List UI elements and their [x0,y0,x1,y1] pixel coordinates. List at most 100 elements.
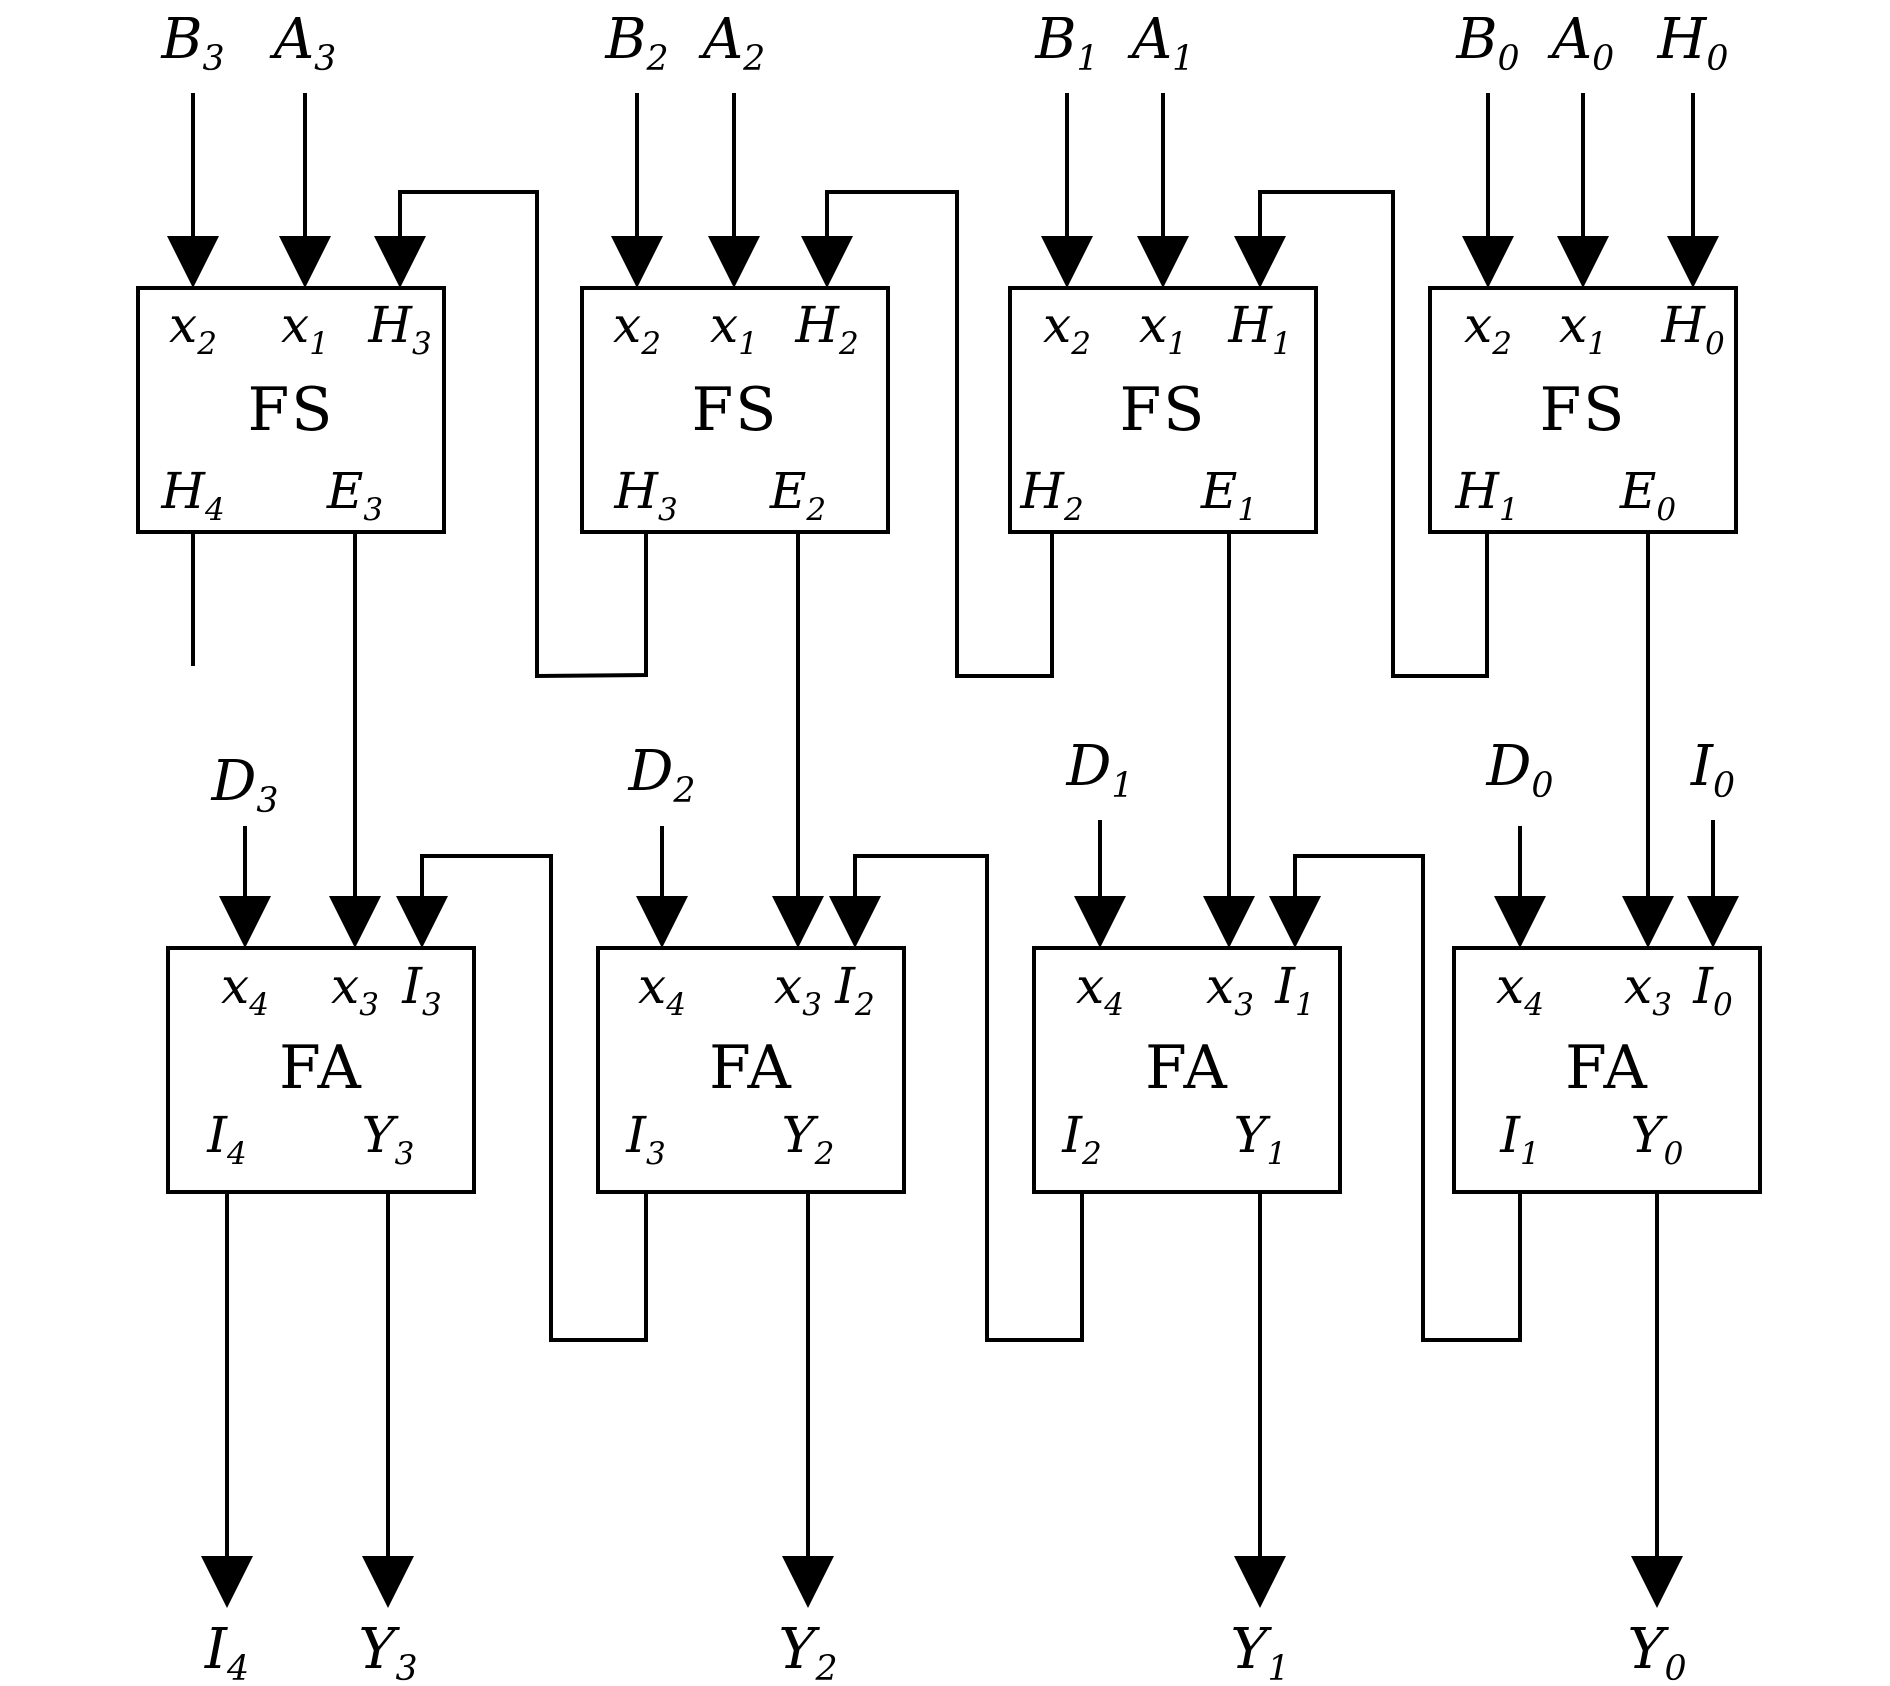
fa_row-0-in2-label: x3 [331,957,379,1023]
fa_row-1-in3-label: I2 [834,957,875,1023]
input-b1-label: B1 [1034,7,1098,79]
output-y1-label: Y1 [1230,1617,1289,1686]
output-y0-arrow-head [1631,1556,1683,1608]
fa-block-3 [1452,946,1762,1194]
fs_row-2-out2-label: E1 [1200,462,1257,528]
input-h0-label: H0 [1657,7,1729,79]
input-b0-label: B0 [1455,7,1519,79]
output-y2-label: Y2 [778,1617,837,1686]
output-y0-label: Y0 [1627,1617,1686,1686]
fs-block-3 [1428,286,1738,534]
input-b1-arrow-head [1041,236,1093,288]
carry-i3-wire-head [396,896,448,948]
input-a3-label: A3 [269,7,337,79]
fs-block-0 [136,286,446,534]
input-h0-arrow-head [1667,236,1719,288]
output-y2-arrow-head [782,1556,834,1608]
fs_row-1-out1-label: H3 [613,462,677,528]
fs_row-2-title: FS [1120,375,1207,445]
fa_row-2-title: FA [1145,1033,1229,1103]
input-a2-arrow-head [708,236,760,288]
borrow-h2-wire [825,190,1054,678]
input-a0-arrow-head [1557,236,1609,288]
input-d1-arrow-head [1074,896,1126,948]
carry-i2-wire [853,854,1084,1342]
fa_row-1-in1-label: x4 [638,957,686,1023]
input-d2-arrow-head [636,896,688,948]
fa_row-2-in2-label: x3 [1206,957,1254,1023]
carry-i1-wire-head [1269,896,1321,948]
input-d0-label: D0 [1486,734,1554,806]
input-i0-arrow-head [1687,896,1739,948]
fs_row-3-in1-label: x2 [1464,296,1512,362]
borrow-h3-wire [398,190,648,679]
carry-i1-wire [1293,854,1522,1342]
fa_row-2-out1-label: I2 [1061,1106,1102,1172]
fs_row-1-out2-label: E2 [769,462,826,528]
fa_row-0-title: FA [279,1033,363,1103]
input-a3-arrow-head [279,236,331,288]
e3-to-fa-arrow-head [329,896,381,948]
fa-block-2 [1032,946,1342,1194]
input-d2-label: D2 [628,739,696,811]
output-y1-arrow-head [1234,1556,1286,1608]
fa_row-0-in3-label: I3 [401,957,442,1023]
input-a0-label: A0 [1547,7,1615,79]
output-y3-arrow-head [362,1556,414,1608]
input-d3-arrow-head [219,896,271,948]
fa_row-2-in3-label: I1 [1274,957,1315,1023]
e0-to-fa-arrow-head [1622,896,1674,948]
borrow-h3-wire-head [374,236,426,288]
fa_row-1-out2-label: Y2 [782,1106,835,1172]
fa_row-0-in1-label: x4 [221,957,269,1023]
fa_row-0-out2-label: Y3 [362,1106,415,1172]
borrow-h2-wire-head [801,236,853,288]
fa_row-1-in2-label: x3 [774,957,822,1023]
output-i4-arrow-head [201,1556,253,1608]
fs_row-0-in2-label: x1 [281,296,329,362]
fs_row-3-out2-label: E0 [1619,462,1676,528]
input-i0-label: I0 [1690,734,1735,806]
fa_row-1-title: FA [709,1033,793,1103]
fs_row-1-in2-label: x1 [710,296,758,362]
fs_row-1-in1-label: x2 [613,296,661,362]
input-a1-arrow-head [1137,236,1189,288]
e1-to-fa-arrow-head [1203,896,1255,948]
fa_row-3-in1-label: x4 [1496,957,1544,1023]
fs_row-0-out2-label: E3 [326,462,383,528]
input-b0-arrow-head [1462,236,1514,288]
fa_row-3-out1-label: I1 [1499,1106,1540,1172]
fa_row-2-out2-label: Y1 [1234,1106,1287,1172]
fs_row-0-in1-label: x2 [169,296,217,362]
input-b3-arrow-head [167,236,219,288]
carry-i3-wire [420,854,648,1342]
carry-i2-wire-head [829,896,881,948]
fs_row-1-in3-label: H2 [794,296,858,362]
fa-block-1 [596,946,906,1194]
input-a1-label: A1 [1127,7,1195,79]
fs_row-0-in3-label: H3 [367,296,431,362]
fs_row-3-title: FS [1540,375,1627,445]
fa-block-0 [166,946,476,1194]
borrow-h1-wire-head [1234,236,1286,288]
fs_row-3-in3-label: H0 [1660,296,1724,362]
fs-block-2 [1008,286,1318,534]
output-i4-label: I4 [204,1617,249,1686]
fa_row-3-out2-label: Y0 [1631,1106,1684,1172]
input-b3-label: B3 [160,7,224,79]
fs_row-3-in2-label: x1 [1559,296,1607,362]
fa_row-1-out1-label: I3 [625,1106,666,1172]
borrow-h1-wire [1258,190,1489,678]
fa_row-0-out1-label: I4 [206,1106,247,1172]
input-b2-label: B2 [604,7,668,79]
fa_row-2-in1-label: x4 [1076,957,1124,1023]
input-d3-label: D3 [211,749,279,821]
output-y3-label: Y3 [358,1617,417,1686]
fs_row-0-title: FS [248,375,335,445]
input-b2-arrow-head [611,236,663,288]
fs_row-3-out1-label: H1 [1454,462,1518,528]
fa_row-3-in2-label: x3 [1624,957,1672,1023]
input-d0-arrow-head [1494,896,1546,948]
fs_row-2-in2-label: x1 [1139,296,1187,362]
